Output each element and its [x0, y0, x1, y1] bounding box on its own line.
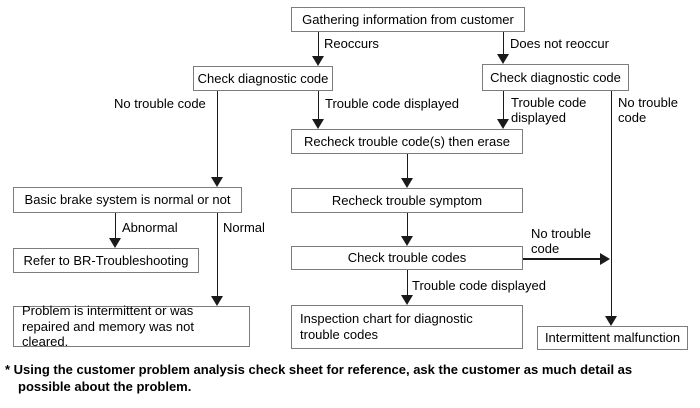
- arrowhead-down-icon: [401, 236, 413, 246]
- arrowhead-down-icon: [109, 238, 121, 248]
- edge-symptom-to-checkcodes: [406, 213, 408, 237]
- arrowhead-down-icon: [401, 295, 413, 305]
- edge-checkright-to-intermittent: [610, 91, 612, 317]
- edge-label-does-not-reoccur: Does not reoccur: [510, 36, 609, 51]
- footnote-line2: possible about the problem.: [18, 378, 192, 394]
- edge-gathering-to-checkleft: [317, 32, 319, 57]
- edge-basicbrake-to-problem: [216, 213, 218, 297]
- edge-label-no-trouble-code-mid: No trouble code: [531, 226, 591, 256]
- node-check-diagnostic-code-left: Check diagnostic code: [193, 66, 333, 91]
- arrowhead-down-icon: [312, 56, 324, 66]
- edge-label-trouble-code-displayed-bottom: Trouble code displayed: [412, 278, 546, 293]
- node-problem-intermittent: Problem is intermittent or was repaired …: [13, 303, 250, 349]
- edge-recheckerase-to-symptom: [406, 154, 408, 179]
- footnote-line1: * Using the customer problem analysis ch…: [5, 362, 633, 377]
- node-recheck-trouble-codes-erase: Recheck trouble code(s) then erase: [291, 129, 523, 154]
- footnote: * Using the customer problem analysis ch…: [5, 362, 632, 396]
- edge-checkleft-to-basicbrake: [216, 91, 218, 178]
- edge-label-no-trouble-code-right: No trouble code: [618, 95, 678, 125]
- arrowhead-down-icon: [211, 296, 223, 306]
- node-inspection-chart: Inspection chart for diagnostic trouble …: [291, 305, 523, 349]
- edge-label-reoccurs: Reoccurs: [324, 36, 379, 51]
- edge-checkcodes-to-inspection: [406, 270, 408, 297]
- edge-label-trouble-code-displayed-right: Trouble code displayed: [511, 95, 587, 125]
- node-check-trouble-codes: Check trouble codes: [291, 246, 523, 270]
- edge-label-abnormal: Abnormal: [122, 220, 178, 235]
- edge-checkcodes-to-notroubleline: [523, 258, 601, 260]
- edge-basicbrake-to-referbr: [114, 213, 116, 239]
- arrowhead-down-icon: [401, 178, 413, 188]
- arrowhead-down-icon: [497, 54, 509, 64]
- edge-checkleft-to-recheckerase: [317, 91, 319, 120]
- edge-label-normal: Normal: [223, 220, 265, 235]
- arrowhead-right-icon: [600, 253, 610, 265]
- node-gathering-information: Gathering information from customer: [291, 7, 525, 32]
- node-intermittent-malfunction: Intermittent malfunction: [537, 326, 688, 350]
- node-refer-br-troubleshooting: Refer to BR-Troubleshooting: [13, 248, 199, 273]
- arrowhead-down-icon: [312, 119, 324, 129]
- arrowhead-down-icon: [497, 119, 509, 129]
- node-check-diagnostic-code-right: Check diagnostic code: [482, 64, 629, 91]
- edge-label-no-trouble-code-left: No trouble code: [114, 96, 206, 111]
- edge-checkright-to-recheckerase: [502, 91, 504, 120]
- edge-gathering-to-checkright: [502, 32, 504, 55]
- node-basic-brake-system: Basic brake system is normal or not: [13, 187, 242, 213]
- edge-label-trouble-code-displayed-left: Trouble code displayed: [325, 96, 459, 111]
- node-recheck-trouble-symptom: Recheck trouble symptom: [291, 188, 523, 213]
- arrowhead-down-icon: [605, 316, 617, 326]
- arrowhead-down-icon: [211, 177, 223, 187]
